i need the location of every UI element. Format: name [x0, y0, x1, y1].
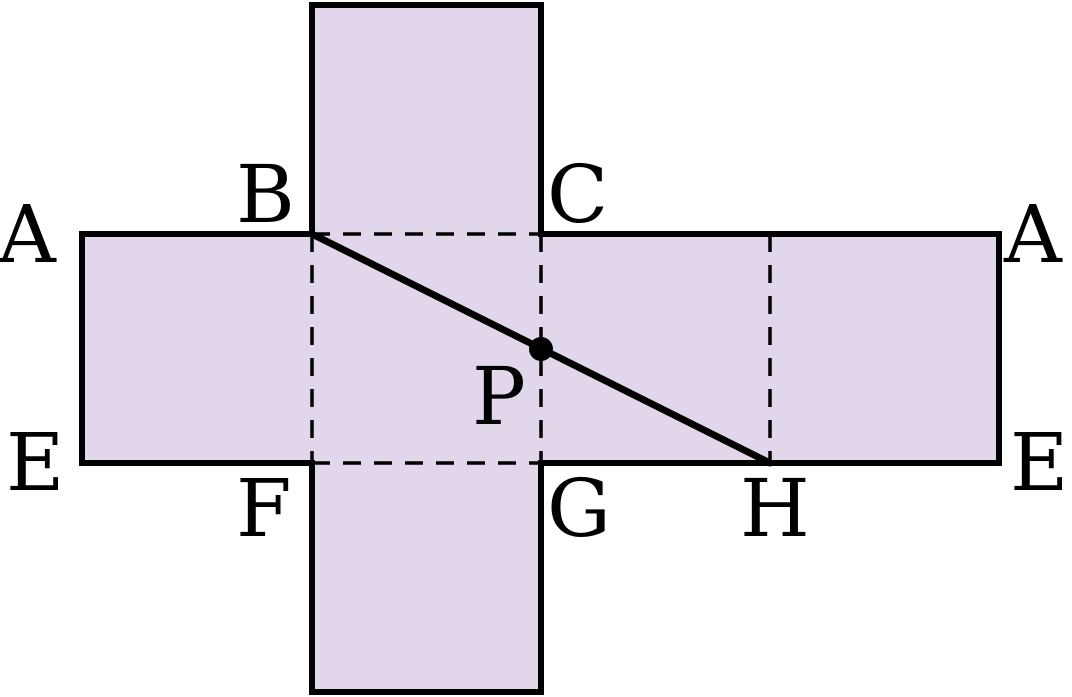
label-e-right: E — [1010, 416, 1068, 509]
label-b: B — [236, 148, 295, 241]
net-faces — [82, 5, 999, 692]
label-c: C — [547, 148, 608, 241]
label-e-left: E — [6, 416, 64, 509]
label-g: G — [547, 462, 611, 555]
label-a-right: A — [1003, 188, 1063, 281]
label-a-left: A — [0, 188, 57, 281]
face-left — [82, 234, 312, 463]
face-center — [312, 234, 541, 463]
label-h: H — [740, 462, 810, 555]
fold-lines — [310, 232, 772, 465]
net-outline — [79, 2, 1002, 695]
face-top — [312, 5, 541, 234]
point-p-dot — [529, 337, 553, 361]
label-p: P — [472, 350, 526, 443]
vertex-labels: A B C A E F G H E P — [0, 148, 1068, 555]
face-right-1 — [541, 234, 770, 463]
face-bottom — [312, 463, 541, 692]
face-right-2 — [770, 234, 999, 463]
label-f: F — [236, 462, 292, 555]
